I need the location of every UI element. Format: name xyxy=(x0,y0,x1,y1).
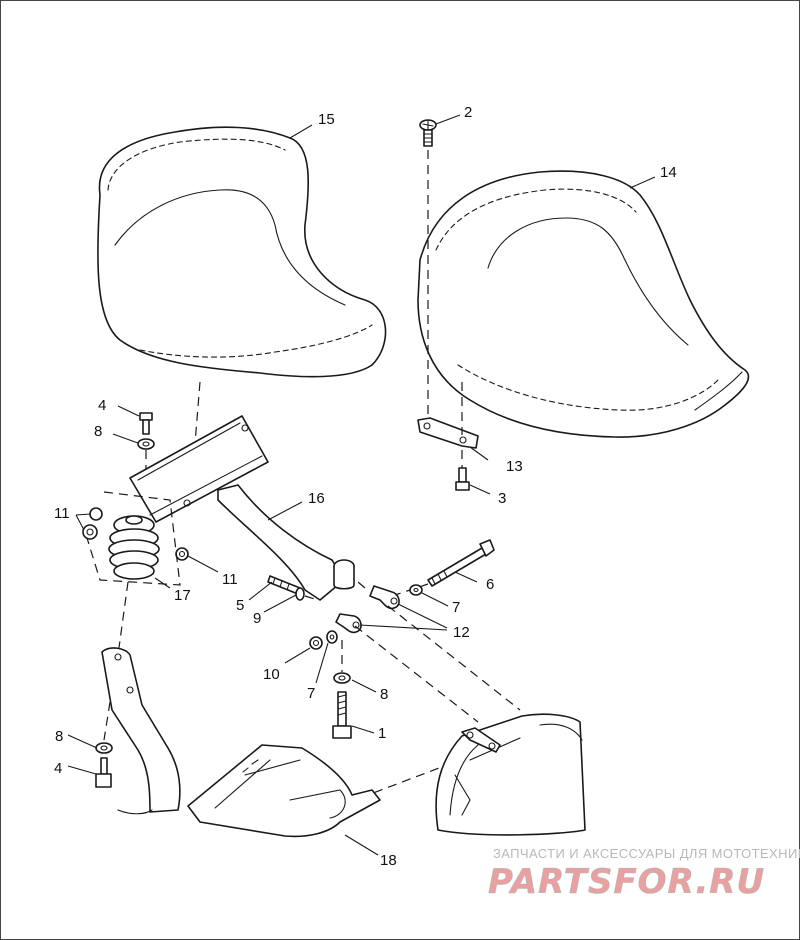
callout-5: 5 xyxy=(236,597,244,614)
leader-lines xyxy=(67,114,656,856)
callout-8-lower: 8 xyxy=(55,728,63,745)
spring-17-path xyxy=(117,581,129,656)
rod-end-path-a xyxy=(357,581,366,589)
callout-11-left: 11 xyxy=(54,505,70,522)
clip-18-path xyxy=(359,761,456,799)
callout-15: 15 xyxy=(318,111,335,128)
watermark: ЗАПЧАСТИ И АКСЕССУАРЫ ДЛЯ МОТОТЕХНИКИ PA… xyxy=(488,846,800,902)
callout-11-right: 11 xyxy=(222,571,238,588)
seat-bracket-16[interactable] xyxy=(129,415,355,601)
rear-fender-frame xyxy=(435,713,586,836)
callout-17: 17 xyxy=(174,587,191,604)
callout-16: 16 xyxy=(308,490,325,507)
washer-8-lower[interactable] xyxy=(95,742,113,754)
nut-10[interactable] xyxy=(309,636,323,650)
washer-7-right[interactable] xyxy=(409,584,423,596)
callout-8-upper: 8 xyxy=(94,423,102,440)
callout-9: 9 xyxy=(253,610,261,627)
screw-4-lower[interactable] xyxy=(95,757,112,788)
callout-8-middle: 8 xyxy=(380,686,388,703)
callout-12: 12 xyxy=(453,624,470,641)
spring-17-group-outline xyxy=(86,491,181,586)
bolt-1[interactable] xyxy=(332,691,352,739)
nut-11-right[interactable] xyxy=(175,547,189,561)
spring-17[interactable] xyxy=(108,515,160,580)
washer-8-middle[interactable] xyxy=(333,672,351,684)
callout-18: 18 xyxy=(380,852,397,869)
watermark-tagline: ЗАПЧАСТИ И АКСЕССУАРЫ ДЛЯ МОТОТЕХНИКИ xyxy=(493,846,800,861)
washer-7-lower[interactable] xyxy=(326,630,338,644)
cover-plate-18[interactable] xyxy=(187,744,381,838)
callout-1: 1 xyxy=(378,725,386,742)
callout-4-lower: 4 xyxy=(54,760,62,777)
seat-pad-15[interactable] xyxy=(97,126,387,378)
rod-end-path-b xyxy=(354,625,479,723)
callout-3: 3 xyxy=(498,490,506,507)
screw-2[interactable] xyxy=(419,119,437,147)
watermark-logo: PARTSFOR.RU xyxy=(488,862,765,902)
callout-4-upper: 4 xyxy=(98,397,106,414)
screw-3[interactable] xyxy=(455,467,470,491)
callout-6: 6 xyxy=(486,576,494,593)
callout-14: 14 xyxy=(660,164,677,181)
frame-strut xyxy=(101,647,181,815)
rod-end-12-upper[interactable] xyxy=(369,585,400,610)
callout-10: 10 xyxy=(263,666,280,683)
seat-pad-14[interactable] xyxy=(417,170,750,438)
screw-4-lower-path xyxy=(103,701,111,741)
screw-4-upper[interactable] xyxy=(139,412,153,435)
callout-labels: 15 2 14 4 8 13 3 16 11 11 17 5 9 6 7 12 … xyxy=(54,104,677,869)
washer-8-upper[interactable] xyxy=(137,438,155,450)
nut-11-left[interactable] xyxy=(82,507,103,540)
callout-7-lower: 7 xyxy=(307,685,315,702)
callout-2: 2 xyxy=(464,104,472,121)
rod-end-path-c xyxy=(387,605,521,711)
bolt-6[interactable] xyxy=(427,539,495,587)
callout-13: 13 xyxy=(506,458,523,475)
rod-end-12-lower[interactable] xyxy=(335,613,362,634)
screw-5-path xyxy=(304,595,319,601)
callout-7-right: 7 xyxy=(452,599,460,616)
screw-5[interactable] xyxy=(267,575,301,595)
bracket-13[interactable] xyxy=(417,417,479,449)
washer-9[interactable] xyxy=(295,587,305,601)
